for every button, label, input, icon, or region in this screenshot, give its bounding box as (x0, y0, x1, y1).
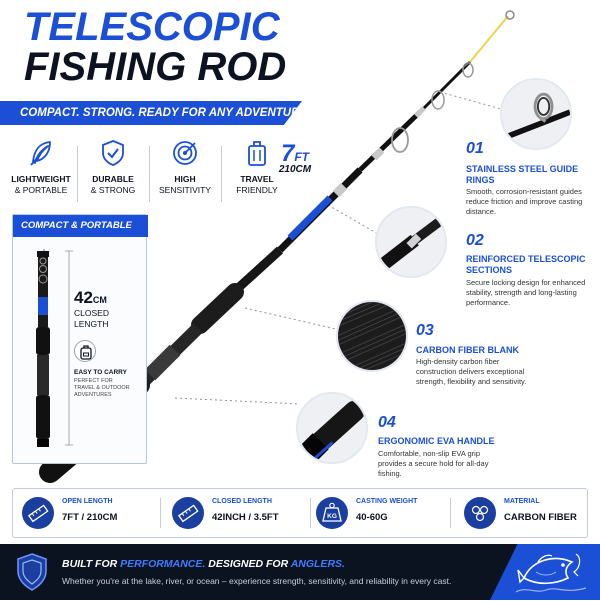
spec-value: CARBON FIBER (504, 512, 577, 523)
detail-number: 04 (378, 414, 396, 431)
feature-travel: TRAVEL FRIENDLY (222, 138, 292, 195)
feature-sublabel: & PORTABLE (14, 185, 68, 195)
spec-value: 40-60G (356, 512, 388, 523)
divider (221, 146, 222, 202)
footer-banner: BUILT FOR PERFORMANCE. DESIGNED FOR ANGL… (0, 544, 600, 600)
divider (310, 498, 311, 528)
footer-headline-part: DESIGNED FOR (205, 558, 291, 570)
detail-title: REINFORCED TELESCOPIC SECTIONS (466, 254, 586, 275)
spec-value: 42INCH / 3.5FT (212, 512, 279, 523)
detail-title: STAINLESS STEEL GUIDE RINGS (466, 164, 579, 185)
detail-title: CARBON FIBER BLANK (416, 345, 519, 355)
rod-length-label: 7FT 210CM (270, 140, 320, 175)
feature-label: DURABLE (92, 174, 134, 184)
target-icon (170, 138, 200, 168)
feature-sensitivity: HIGH SENSITIVITY (150, 138, 220, 195)
shield-icon (14, 552, 50, 592)
feature-label: LIGHTWEIGHT (11, 174, 71, 184)
fish-icon (515, 548, 587, 596)
feature-lightweight: LIGHTWEIGHT & PORTABLE (6, 138, 76, 195)
divider (450, 498, 451, 528)
easy-to-carry-desc: PERFECT FOR TRAVEL & OUTDOOR ADVENTURES (74, 378, 130, 398)
spec-open-length: OPEN LENGTH 7FT / 210CM (22, 492, 152, 534)
footer-headline-part: BUILT FOR (62, 558, 121, 570)
spec-material: MATERIAL CARBON FIBER (464, 492, 584, 534)
backpack-icon (74, 340, 96, 362)
spec-label: CASTING WEIGHT (356, 498, 418, 505)
divider (160, 498, 161, 528)
easy-to-carry-title: EASY TO CARRY (74, 369, 127, 376)
detail-number: 01 (466, 140, 484, 157)
compact-portable-title: COMPACT & PORTABLE (13, 215, 148, 237)
ruler-icon (172, 497, 204, 529)
feature-sublabel: FRIENDLY (236, 185, 278, 195)
compact-portable-panel: COMPACT & PORTABLE (12, 214, 148, 464)
feather-icon (26, 138, 56, 168)
feature-label: TRAVEL (240, 174, 274, 184)
length-unit: CM (92, 295, 107, 305)
spec-label: OPEN LENGTH (62, 498, 113, 505)
tagline-banner: COMPACT. STRONG. READY FOR ANY ADVENTURE… (0, 101, 302, 125)
carbon-fiber-icon (464, 497, 496, 529)
rod-length-unit: FT (294, 150, 310, 164)
feature-label: HIGH (174, 174, 196, 184)
detail-desc: High-density carbon fiber construction d… (416, 357, 527, 386)
detail-desc: Smooth, corrosion-resistant guides reduc… (466, 187, 583, 216)
closed-length-value: 42CM (74, 288, 107, 308)
spec-value: 7FT / 210CM (62, 512, 118, 523)
footer-headline: BUILT FOR PERFORMANCE. DESIGNED FOR ANGL… (62, 558, 345, 570)
feature-durable: DURABLE & STRONG (78, 138, 148, 195)
page-title-line1: TELESCOPIC (24, 5, 280, 49)
spec-label: CLOSED LENGTH (212, 498, 272, 505)
detail-desc: Comfortable, non-slip EVA grip provides … (378, 449, 489, 478)
divider (77, 146, 78, 202)
detail-desc: Secure locking design for enhanced stabi… (466, 278, 586, 307)
detail-number: 02 (466, 232, 484, 249)
weight-icon: KG (316, 497, 348, 529)
weight-icon-text: KG (327, 513, 337, 520)
footer-subtext: Whether you're at the lake, river, or oc… (62, 576, 452, 586)
carbon-fiber-closeup (336, 300, 408, 372)
suitcase-icon (242, 138, 272, 168)
spec-label: MATERIAL (504, 498, 540, 505)
rod-length-value: 7 (280, 140, 295, 167)
divider (149, 146, 150, 202)
detail-title: ERGONOMIC EVA HANDLE (378, 436, 495, 446)
spec-closed-length: CLOSED LENGTH 42INCH / 3.5FT (172, 492, 302, 534)
rod-length-metric: 210CM (278, 164, 312, 175)
feature-sublabel: SENSITIVITY (159, 185, 211, 195)
closed-length-label: CLOSED LENGTH (74, 308, 109, 329)
guide-ring-closeup (500, 78, 572, 150)
ruler-icon (22, 497, 54, 529)
shield-check-icon (98, 138, 128, 168)
page-title-line2: FISHING ROD (24, 45, 287, 89)
feature-sublabel: & STRONG (90, 185, 136, 195)
footer-headline-highlight: ANGLERS. (290, 558, 345, 570)
closed-rod-illustration (36, 249, 73, 447)
eva-handle-closeup (296, 392, 368, 464)
length-number: 42 (74, 288, 93, 307)
detail-number: 03 (416, 322, 434, 339)
spec-casting-weight: KG CASTING WEIGHT 40-60G (316, 492, 446, 534)
footer-headline-highlight: PERFORMANCE. (120, 558, 206, 570)
telescopic-section-closeup (375, 206, 447, 278)
